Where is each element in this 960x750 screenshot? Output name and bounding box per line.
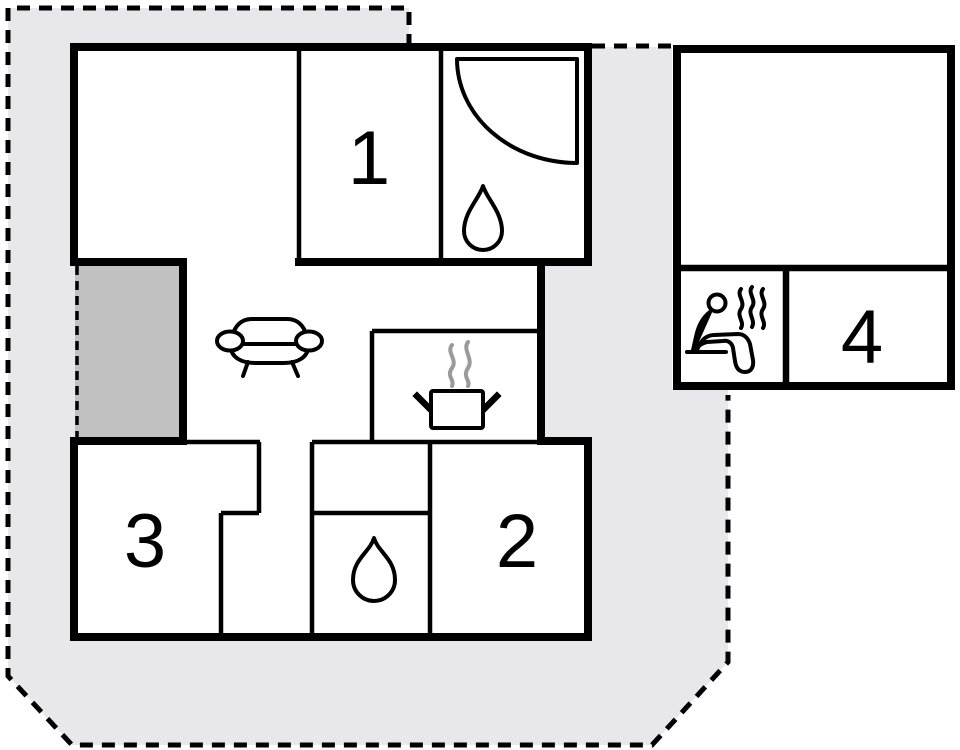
water-drop-icon <box>351 536 397 603</box>
sauna-person-icon <box>685 285 767 374</box>
annex-building <box>673 45 955 390</box>
room-3-label: 3 <box>124 499 166 584</box>
plot-boundary-dashed <box>5 5 731 748</box>
terrace <box>75 262 183 439</box>
water-drop-icon <box>462 184 504 252</box>
heat-waves <box>737 285 767 330</box>
room-1-label: 1 <box>348 116 390 201</box>
interior-walls <box>183 49 541 635</box>
terrace-fill <box>75 262 183 439</box>
main-building <box>70 43 592 641</box>
bathroom-top <box>455 57 579 252</box>
annex-outline <box>673 45 955 390</box>
cooking-pot-icon <box>412 340 502 430</box>
sofa-icon <box>215 317 324 378</box>
steam-waves <box>447 340 472 388</box>
room-4-label: 4 <box>841 295 883 380</box>
room-2-label: 2 <box>496 499 538 584</box>
shower-quarter-circle-icon <box>455 57 579 165</box>
bathroom-bottom <box>351 536 397 603</box>
